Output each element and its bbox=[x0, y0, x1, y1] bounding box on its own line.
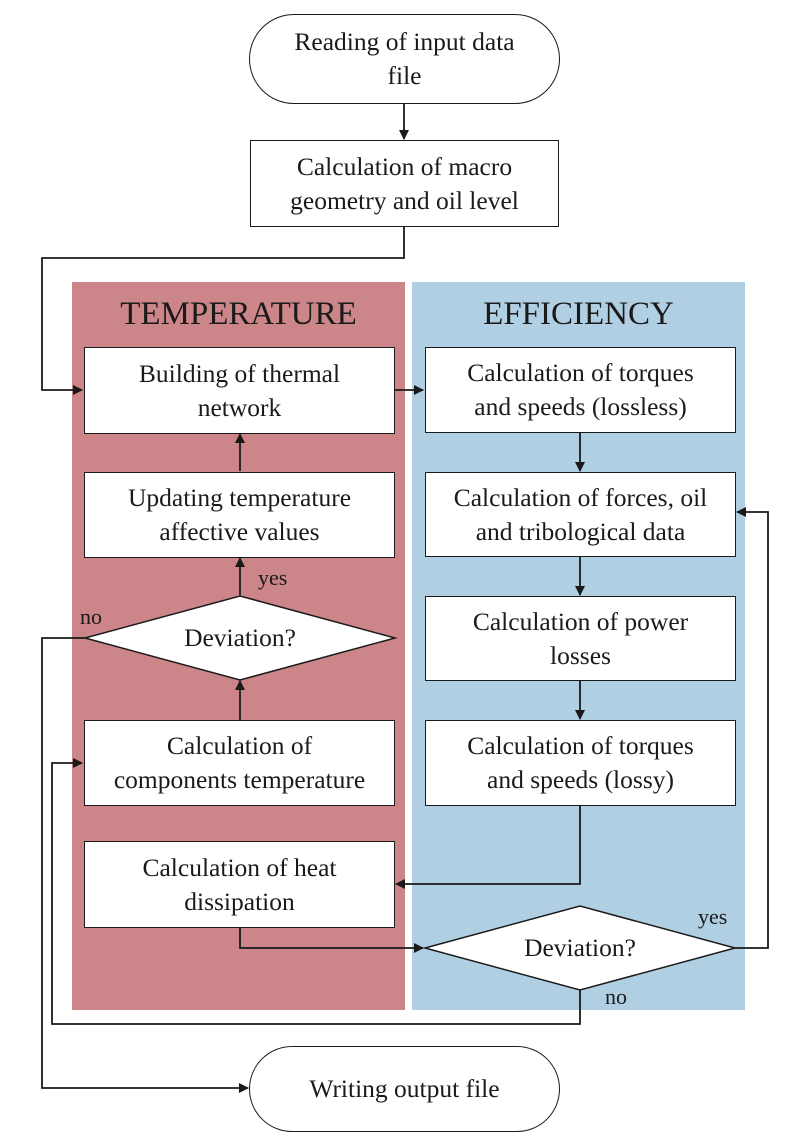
updating-temperature-label: Updating temperature affective values bbox=[127, 483, 352, 546]
writing-output-node: Writing output file bbox=[249, 1046, 560, 1132]
heat-dissipation-label: Calculation of heat dissipation bbox=[142, 852, 337, 916]
macro-geometry-label: Calculation of macro geometry and oil le… bbox=[290, 151, 519, 215]
writing-output-label: Writing output file bbox=[309, 1074, 500, 1103]
edge-macro-to-thermal bbox=[41, 227, 405, 395]
reading-input-label: Reading of input data file bbox=[294, 27, 515, 90]
thermal-network-label: Building of thermal network bbox=[138, 358, 341, 422]
temp-yes-label: yes bbox=[258, 565, 288, 590]
edge-effdev-no bbox=[51, 758, 581, 1025]
efficiency-lane-title: EFFICIENCY bbox=[483, 296, 674, 332]
updating-temperature-node: Updating temperature affective values bbox=[84, 472, 395, 558]
temperature-lane-title: TEMPERATURE bbox=[120, 296, 357, 332]
torques-lossy-node: Calculation of torques and speeds (lossy… bbox=[425, 720, 736, 806]
reading-input-node: Reading of input data file bbox=[249, 14, 560, 104]
components-temperature-label: Calculation of components temperature bbox=[113, 731, 366, 794]
torques-lossless-node: Calculation of torques and speeds (lossl… bbox=[425, 347, 736, 433]
thermal-network-node: Building of thermal network bbox=[84, 347, 395, 434]
edge-heat-to-effdev bbox=[239, 928, 424, 953]
temp-deviation-diamond bbox=[82, 595, 398, 681]
power-losses-label: Calculation of power losses bbox=[472, 606, 689, 670]
eff-no-label: no bbox=[605, 984, 627, 1009]
torques-lossless-label: Calculation of torques and speeds (lossl… bbox=[467, 358, 694, 421]
edge-effdev-yes bbox=[735, 507, 769, 949]
power-losses-node: Calculation of power losses bbox=[425, 596, 736, 681]
forces-oil-node: Calculation of forces, oil and tribologi… bbox=[425, 472, 736, 557]
heat-dissipation-node: Calculation of heat dissipation bbox=[84, 841, 395, 928]
torques-lossy-label: Calculation of torques and speeds (lossy… bbox=[467, 731, 694, 794]
forces-oil-label: Calculation of forces, oil and tribologi… bbox=[453, 482, 708, 546]
macro-geometry-node: Calculation of macro geometry and oil le… bbox=[250, 140, 559, 227]
eff-deviation-label: Deviation? bbox=[524, 933, 636, 962]
components-temperature-node: Calculation of components temperature bbox=[84, 720, 395, 806]
temp-deviation-label: Deviation? bbox=[184, 623, 296, 652]
eff-deviation-diamond bbox=[422, 905, 738, 991]
edge-tempdev-no bbox=[41, 637, 249, 1093]
edge-lossy-to-heat bbox=[395, 806, 581, 889]
temp-no-label: no bbox=[80, 604, 102, 629]
eff-yes-label: yes bbox=[698, 904, 728, 929]
